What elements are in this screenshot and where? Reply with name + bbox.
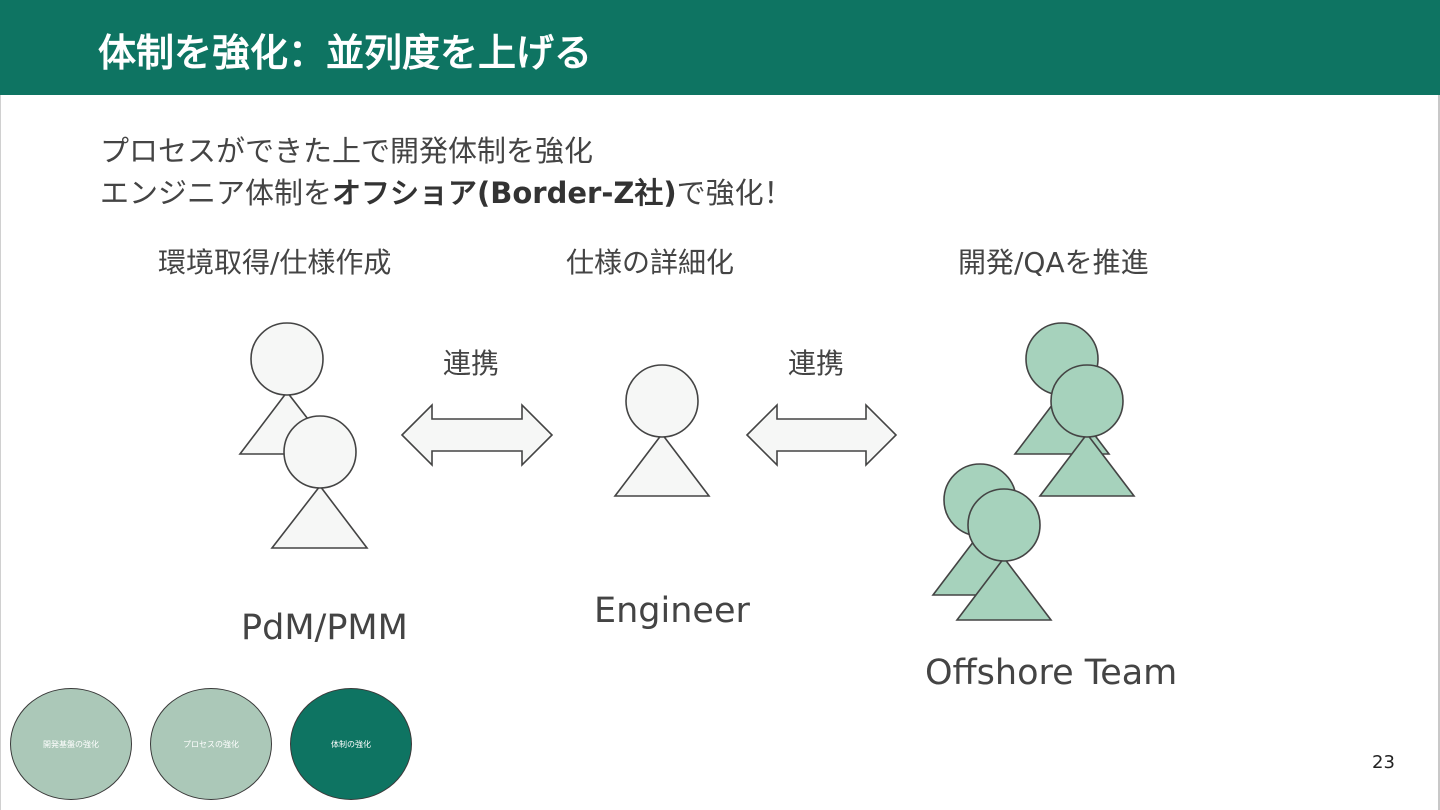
subtitle-line-1: プロセスができた上で開発体制を強化 — [100, 134, 594, 168]
double-arrow-icon-left — [400, 403, 554, 467]
title-bar: 体制を強化：並列度を上げる — [0, 0, 1440, 95]
nav-circle-process[interactable]: プロセスの強化 — [150, 688, 272, 800]
page-number: 23 — [1372, 752, 1395, 773]
pdm-person-icon-front — [270, 415, 369, 549]
offshore-person-icon-4 — [955, 488, 1053, 621]
connector-label-left: 連携 — [443, 347, 500, 380]
offshore-person-icon-2 — [1038, 364, 1136, 497]
group-name-pdm: PdM/PMM — [241, 608, 408, 648]
subtitle-line-2-prefix: エンジニア体制を — [100, 176, 333, 210]
group-name-offshore: Offshore Team — [925, 653, 1178, 693]
connector-label-right: 連携 — [788, 347, 845, 380]
slide-border-right — [1438, 95, 1440, 810]
role-label-offshore: 開発/QAを推進 — [958, 246, 1149, 279]
nav-circle-organization[interactable]: 体制の強化 — [290, 688, 412, 800]
role-label-pdm: 環境取得/仕様作成 — [158, 246, 392, 279]
slide-title: 体制を強化：並列度を上げる — [98, 31, 593, 75]
subtitle-line-2-highlight: オフショア(Border-Z社) — [332, 176, 677, 210]
nav-label-process: プロセスの強化 — [183, 739, 239, 749]
nav-circle-foundation[interactable]: 開発基盤の強化 — [10, 688, 132, 800]
slide-border-left — [0, 95, 1, 810]
subtitle-line-2: エンジニア体制をオフショア(Border-Z社)で強化！ — [100, 170, 793, 212]
group-name-engineer: Engineer — [594, 591, 750, 631]
role-label-engineer: 仕様の詳細化 — [566, 246, 735, 279]
engineer-person-icon — [613, 364, 711, 497]
subtitle-line-2-suffix: で強化！ — [676, 176, 793, 210]
nav-label-organization: 体制の強化 — [331, 739, 371, 749]
nav-label-foundation: 開発基盤の強化 — [43, 739, 99, 749]
double-arrow-icon-right — [745, 403, 898, 467]
